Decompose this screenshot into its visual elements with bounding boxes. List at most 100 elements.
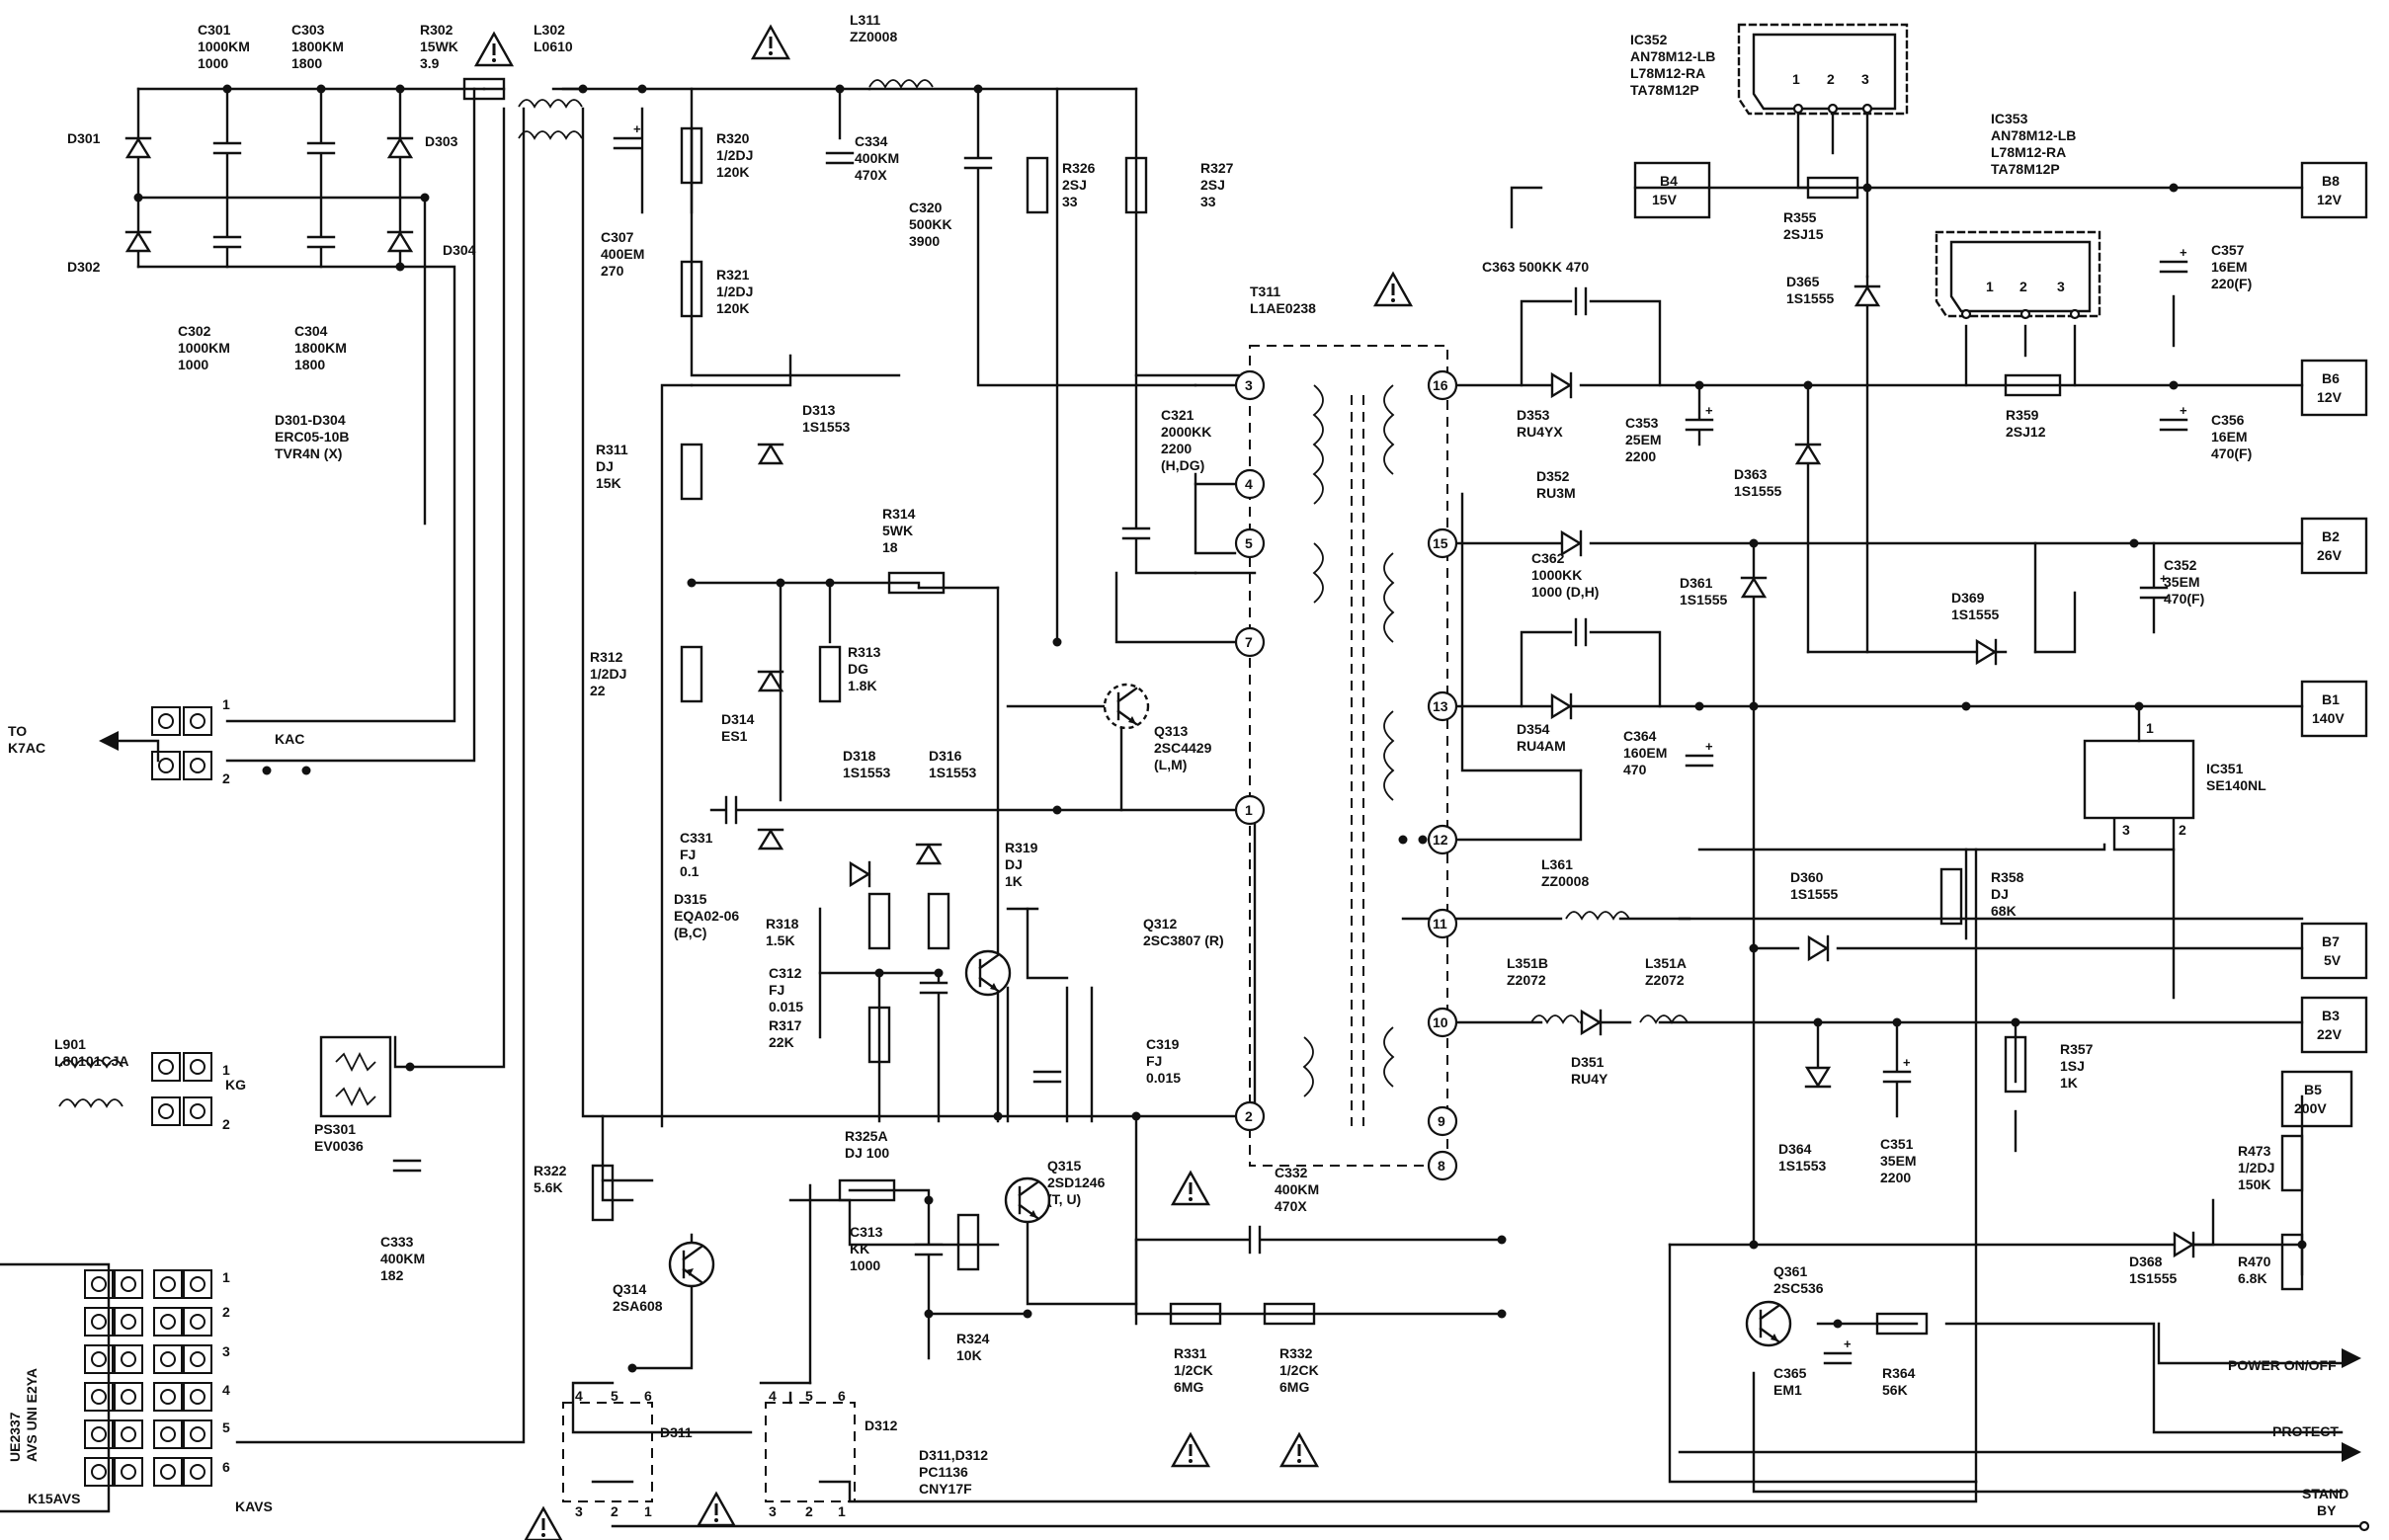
svg-text:1800: 1800 bbox=[291, 55, 322, 71]
svg-text:+: + bbox=[633, 122, 641, 136]
svg-text:C352: C352 bbox=[2164, 557, 2197, 573]
tpin-5: 5 bbox=[1234, 527, 1266, 559]
c351-symbol: + bbox=[1882, 1055, 1912, 1084]
svg-text:L351A: L351A bbox=[1645, 955, 1687, 971]
svg-text:2: 2 bbox=[805, 1503, 813, 1519]
svg-text:1000: 1000 bbox=[850, 1257, 880, 1273]
label-d365: D365 1S1555 bbox=[1786, 274, 1834, 306]
junction-dot-8 bbox=[776, 578, 785, 588]
junction-dot-9 bbox=[825, 578, 835, 588]
r327-symbol bbox=[1124, 156, 1148, 214]
warning-icon-6 bbox=[1278, 1431, 1320, 1468]
l901-coil bbox=[58, 1059, 124, 1069]
d314-diode bbox=[757, 670, 784, 692]
svg-text:2: 2 bbox=[222, 1304, 230, 1320]
junction-dot-44 bbox=[301, 766, 311, 775]
svg-text:1/2CK: 1/2CK bbox=[1174, 1362, 1213, 1378]
junction-dot-30 bbox=[1398, 835, 1408, 845]
svg-text:0.1: 0.1 bbox=[680, 863, 700, 879]
svg-text:2: 2 bbox=[222, 1116, 230, 1132]
tpin-11: 11 bbox=[1427, 908, 1458, 939]
label-c365: C365 EM1 bbox=[1773, 1365, 1807, 1398]
junction-dot-35 bbox=[924, 1309, 934, 1319]
svg-text:+: + bbox=[2180, 245, 2187, 260]
svg-text:2SC536: 2SC536 bbox=[1773, 1280, 1824, 1296]
svg-text:IC352: IC352 bbox=[1630, 32, 1668, 47]
voltage-box-b4: B4 15V bbox=[1633, 161, 1711, 219]
svg-text:22K: 22K bbox=[769, 1034, 794, 1050]
junction-dot-42 bbox=[133, 193, 143, 203]
svg-text:+: + bbox=[2180, 403, 2187, 418]
svg-text:R327: R327 bbox=[1200, 160, 1234, 176]
svg-text:DJ: DJ bbox=[596, 458, 614, 474]
junction-dot-26 bbox=[1749, 1240, 1759, 1250]
label-q312: Q312 2SC3807 (R) bbox=[1143, 916, 1224, 948]
r470-symbol bbox=[2280, 1233, 2304, 1291]
svg-text:12V: 12V bbox=[2317, 389, 2343, 405]
junction-dot-14 bbox=[2169, 183, 2179, 193]
label-c332: C332 400KM 470X bbox=[1275, 1165, 1319, 1214]
svg-text:1/2DJ: 1/2DJ bbox=[716, 284, 753, 299]
svg-text:R358: R358 bbox=[1991, 869, 2024, 885]
transistor-layer bbox=[668, 683, 1792, 1347]
svg-text:+: + bbox=[1705, 739, 1713, 754]
svg-text:C351: C351 bbox=[1880, 1136, 1914, 1152]
svg-text:5: 5 bbox=[1245, 535, 1253, 551]
svg-text:L351B: L351B bbox=[1507, 955, 1548, 971]
label-c303: C303 1800KM 1800 bbox=[291, 22, 344, 71]
svg-text:PS301: PS301 bbox=[314, 1121, 356, 1137]
svg-text:400KM: 400KM bbox=[855, 150, 899, 166]
d311-optocoupler bbox=[562, 1402, 653, 1502]
junction-dot-12 bbox=[1803, 380, 1813, 390]
label-r313: R313 DG 1.8K bbox=[848, 644, 881, 693]
svg-text:TO: TO bbox=[8, 723, 27, 739]
svg-text:2SJ: 2SJ bbox=[1200, 177, 1225, 193]
svg-text:R357: R357 bbox=[2060, 1041, 2094, 1057]
label-d368: D368 1S1555 bbox=[2129, 1254, 2177, 1286]
svg-text:6MG: 6MG bbox=[1279, 1379, 1309, 1395]
svg-text:3: 3 bbox=[575, 1503, 583, 1519]
svg-text:SE140NL: SE140NL bbox=[2206, 777, 2266, 793]
tpin-16: 16 bbox=[1427, 369, 1458, 401]
svg-text:Q361: Q361 bbox=[1773, 1263, 1807, 1279]
svg-text:470(F): 470(F) bbox=[2211, 446, 2252, 461]
svg-text:C364: C364 bbox=[1623, 728, 1657, 744]
tpin-8: 8 bbox=[1427, 1150, 1458, 1181]
svg-text:1.8K: 1.8K bbox=[848, 678, 877, 693]
r355-symbol bbox=[1806, 176, 1859, 200]
svg-text:FJ: FJ bbox=[769, 982, 784, 998]
r331-symbol bbox=[1169, 1302, 1222, 1326]
label-r312: R312 1/2DJ 22 bbox=[590, 649, 626, 698]
svg-text:PC1136: PC1136 bbox=[919, 1464, 968, 1480]
junction-dot-18 bbox=[1694, 701, 1704, 711]
label-c331: C331 FJ 0.1 bbox=[680, 830, 713, 879]
svg-text:12: 12 bbox=[1433, 832, 1448, 848]
warning-icon-3 bbox=[1372, 271, 1414, 307]
label-ic352: IC352 AN78M12-LB L78M12-RA TA78M12P bbox=[1630, 32, 1715, 98]
svg-text:B2: B2 bbox=[2322, 528, 2340, 544]
label-l311: L311 ZZ0008 bbox=[850, 12, 897, 44]
label-d363: D363 1S1555 bbox=[1734, 466, 1781, 499]
label-protect: PROTECT bbox=[2272, 1423, 2339, 1439]
q312-transistor bbox=[964, 949, 1012, 997]
svg-text:Q315: Q315 bbox=[1047, 1158, 1081, 1174]
ic353-pin1: 1 bbox=[1986, 279, 1994, 294]
junction-dot-19 bbox=[1749, 701, 1759, 711]
svg-text:1K: 1K bbox=[2060, 1075, 2078, 1091]
svg-text:R311: R311 bbox=[596, 442, 628, 457]
svg-text:R331: R331 bbox=[1174, 1345, 1207, 1361]
r359-symbol bbox=[2004, 373, 2062, 397]
voltage-box-b2: B2 26V bbox=[2300, 517, 2368, 575]
d318-diode bbox=[849, 860, 871, 888]
d353-diode bbox=[1550, 371, 1573, 399]
junction-dot-20 bbox=[2134, 701, 2144, 711]
label-d314: D314 ES1 bbox=[721, 711, 755, 744]
svg-text:C357: C357 bbox=[2211, 242, 2245, 258]
d354-diode bbox=[1550, 692, 1573, 720]
svg-text:16EM: 16EM bbox=[2211, 259, 2248, 275]
svg-text:470(F): 470(F) bbox=[2164, 591, 2204, 607]
svg-text:D313: D313 bbox=[802, 402, 836, 418]
label-d354: D354 RU4AM bbox=[1517, 721, 1566, 754]
label-power-onoff: POWER ON/OFF bbox=[2228, 1357, 2337, 1373]
ic352-pin1: 1 bbox=[1792, 71, 1800, 87]
